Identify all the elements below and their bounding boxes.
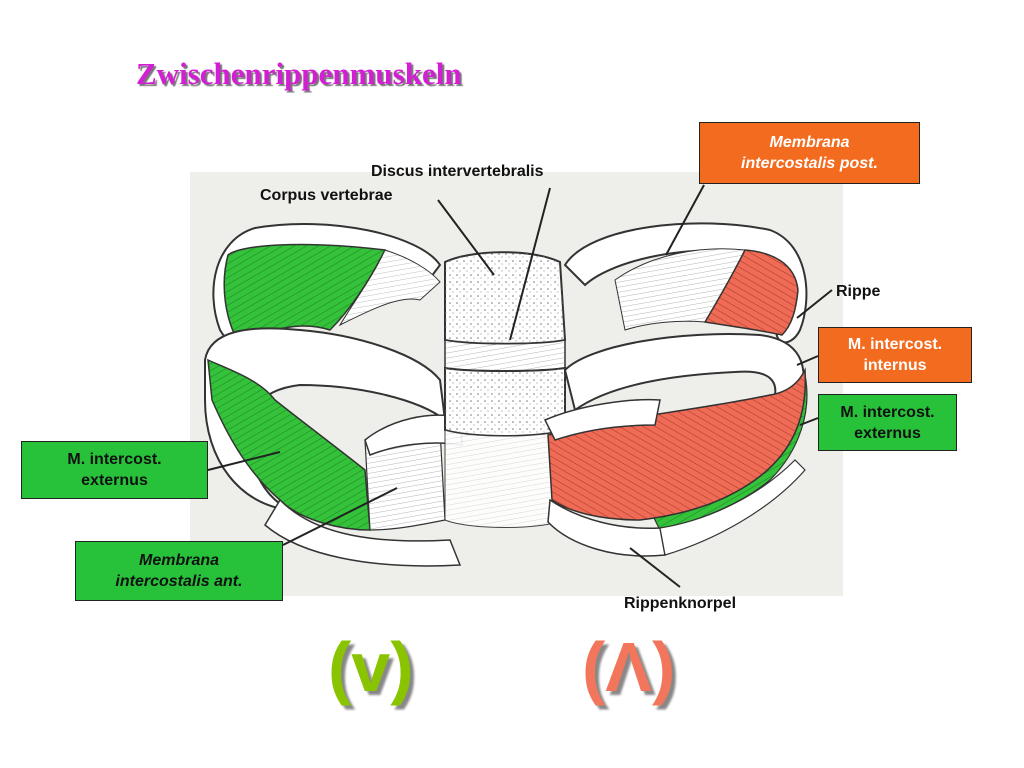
box-membrana-post-line2: intercostalis post. [741, 155, 878, 172]
label-rippenknorpel: Rippenknorpel [624, 595, 737, 612]
box-membrana-ant-line2: intercostalis ant. [115, 573, 243, 590]
pointer-externus-right [799, 417, 819, 426]
pointer-rippenknorpel [629, 547, 681, 588]
box-internus-line2: internus [863, 357, 927, 374]
pointer-membrana-ant [282, 487, 398, 546]
box-externus-right-line2: externus [854, 424, 921, 442]
box-externus-left-line1: M. intercost. [67, 451, 162, 468]
slide-title: Zwischenrippenmuskeln [136, 56, 462, 91]
box-m-intercost-externus-left: M. intercost. externus [21, 441, 208, 499]
pointer-externus-left [207, 451, 281, 471]
box-membrana-post-line1: Membrana [769, 134, 850, 151]
box-membrana-intercostalis-post: Membrana intercostalis post. [699, 122, 920, 184]
box-m-intercost-externus-right: M. intercost. externus [818, 394, 957, 451]
pointer-corpus [437, 199, 495, 276]
box-m-intercost-internus: M. intercost. internus [818, 327, 972, 383]
pointer-internus [796, 355, 819, 366]
label-corpus-vertebrae: Corpus vertebrae [260, 187, 393, 204]
box-externus-left-line2: externus [81, 472, 148, 489]
box-membrana-intercostalis-ant: Membrana intercostalis ant. [75, 541, 283, 601]
label-discus-intervertebralis: Discus intervertebralis [371, 163, 544, 180]
label-rippe: Rippe [836, 283, 881, 300]
box-internus-line1: M. intercost. [847, 336, 943, 353]
marker-lambda: (Λ) [582, 628, 676, 706]
pointer-rippe [796, 289, 833, 319]
pointer-membrana-post [665, 184, 705, 256]
pointer-discus [509, 187, 551, 341]
marker-v: (v) [328, 628, 414, 706]
box-externus-right-line1: M. intercost. [840, 403, 935, 421]
box-membrana-ant-line1: Membrana [138, 552, 220, 569]
